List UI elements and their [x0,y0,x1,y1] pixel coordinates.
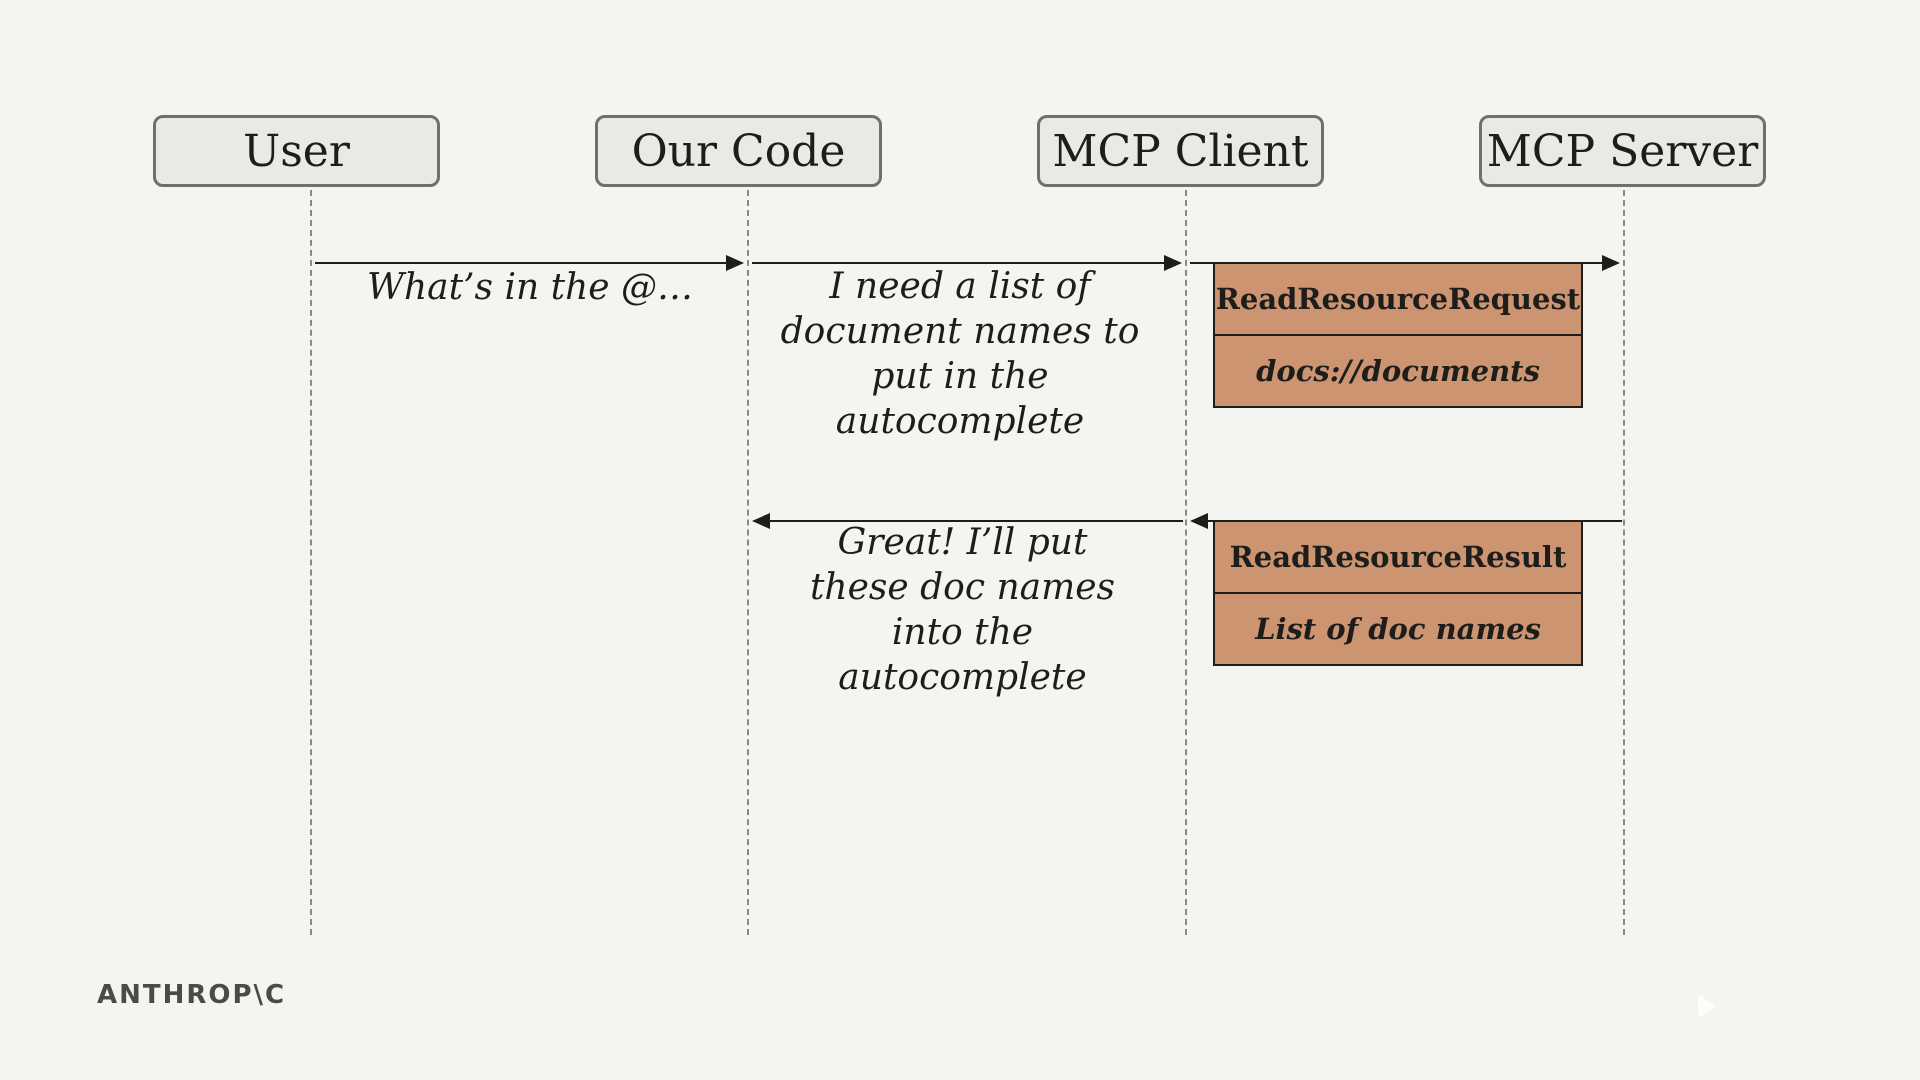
participant-mcp-server: MCP Server [1479,115,1766,187]
participant-mcp-client: MCP Client [1037,115,1324,187]
participant-user: User [153,115,440,187]
message-code-to-client: I need a list of document names to put i… [780,266,1140,442]
result-detail: List of doc names [1215,592,1581,664]
read-resource-request-box: ReadResourceRequest docs://documents [1213,262,1583,408]
message-client-to-code: Great! I’ll put these doc names into the… [809,522,1116,698]
lifeline-mcp-client [1185,190,1187,935]
arrow-user-to-code [315,255,744,271]
arrow-client-to-code [752,513,1183,529]
read-resource-result-box: ReadResourceResult List of doc names [1213,520,1583,666]
lifeline-user [310,190,312,935]
pointer-icon [1698,994,1716,1018]
lifeline-our-code [747,190,749,935]
request-detail: docs://documents [1215,334,1581,406]
request-title: ReadResourceRequest [1215,282,1581,316]
lifeline-mcp-server [1623,190,1625,935]
anthropic-logo: ANTHROP\C [97,980,287,1010]
message-user-to-code: What’s in the @… [366,267,694,308]
participant-our-code: Our Code [595,115,882,187]
arrow-code-to-client [752,255,1182,271]
result-title: ReadResourceResult [1229,540,1567,574]
